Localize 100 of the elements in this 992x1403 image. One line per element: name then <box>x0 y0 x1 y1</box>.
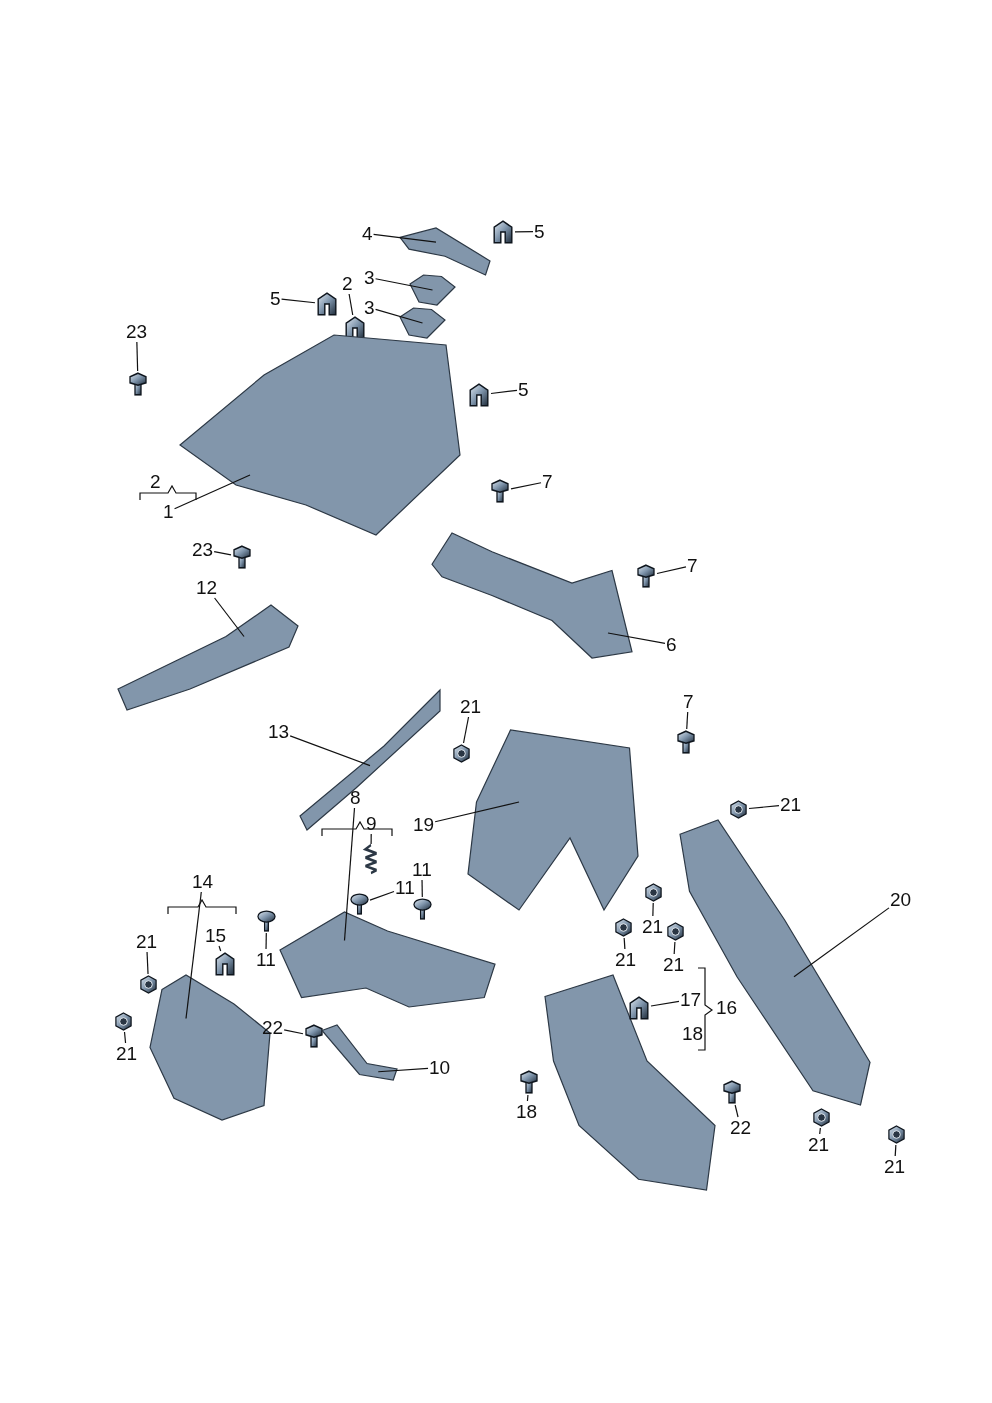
callout-number: 21 <box>642 917 664 936</box>
leader-line <box>174 474 251 510</box>
callout-number: 21 <box>136 932 158 951</box>
leader-line <box>369 890 395 901</box>
callout-number: 9 <box>366 814 377 833</box>
leader-line <box>146 951 149 975</box>
clip <box>316 292 338 316</box>
nut <box>139 975 158 994</box>
callout-number: 3 <box>364 298 375 317</box>
heat-shield-bracket <box>400 308 445 338</box>
leader-line <box>819 1127 821 1135</box>
callout-number: 5 <box>270 289 281 308</box>
nut <box>644 883 663 902</box>
leader-line <box>214 597 245 638</box>
callout-number: 21 <box>460 697 482 716</box>
callout-number: 3 <box>364 268 375 287</box>
callout-number: 22 <box>262 1018 284 1037</box>
bolt <box>519 1070 539 1094</box>
callout-number: 2 <box>150 472 161 491</box>
leader-line <box>136 341 139 372</box>
holder-bracket <box>322 1025 397 1080</box>
leader-line <box>123 1031 127 1044</box>
leader-line <box>280 298 316 304</box>
leader-line <box>607 632 666 644</box>
leader-line <box>650 1000 680 1007</box>
screw <box>413 898 432 920</box>
leader-line <box>372 233 437 243</box>
callout-number: 7 <box>683 692 694 711</box>
callout-number: 1 <box>163 502 174 521</box>
leader-line <box>265 932 267 950</box>
bolt <box>676 730 696 754</box>
callout-number: 17 <box>680 990 702 1009</box>
callout-number: 21 <box>615 950 637 969</box>
bolt <box>722 1080 742 1104</box>
leader-line <box>623 937 626 950</box>
leader-line <box>894 1144 897 1157</box>
callout-number: 12 <box>196 578 218 597</box>
leader-line <box>514 231 534 233</box>
leader-line <box>526 1094 529 1102</box>
leader-line <box>748 805 780 810</box>
callout-number: 6 <box>666 635 677 654</box>
leader-line <box>374 278 434 291</box>
callout-number: 13 <box>268 722 290 741</box>
nut <box>887 1125 906 1144</box>
callout-number: 8 <box>350 788 361 807</box>
callout-number: 7 <box>542 472 553 491</box>
callout-number: 14 <box>192 872 214 891</box>
callout-number: 21 <box>884 1157 906 1176</box>
callout-number: 23 <box>192 540 214 559</box>
callout-number: 10 <box>429 1058 451 1077</box>
clip <box>214 952 236 976</box>
heat-shield <box>180 335 460 535</box>
callout-number: 21 <box>808 1135 830 1154</box>
callout-number: 21 <box>116 1044 138 1063</box>
mounting-bracket <box>118 605 298 710</box>
leader-line <box>490 389 518 395</box>
leader-line <box>218 945 222 952</box>
leader-line <box>289 735 371 767</box>
callout-number: 22 <box>730 1118 752 1137</box>
leader-line <box>213 551 232 556</box>
leader-line <box>652 902 654 917</box>
nut <box>114 1012 133 1031</box>
leader-line <box>370 833 372 845</box>
callout-number: 21 <box>663 955 685 974</box>
heat-shield <box>432 533 632 658</box>
bolt <box>128 372 148 396</box>
clip <box>628 996 650 1020</box>
leader-line <box>374 308 424 324</box>
leader-line <box>686 711 689 730</box>
callout-number: 19 <box>413 815 435 834</box>
leader-line <box>793 907 890 978</box>
nut <box>614 918 633 937</box>
heat-shield <box>468 730 638 910</box>
callout-number: 2 <box>342 274 353 293</box>
leader-line <box>348 293 354 316</box>
bolt <box>304 1024 324 1048</box>
mounting-bracket <box>300 690 440 830</box>
nut <box>812 1108 831 1127</box>
leader-line <box>377 1067 429 1073</box>
callout-number: 5 <box>518 380 529 399</box>
nut <box>729 800 748 819</box>
bolt <box>232 545 252 569</box>
clip <box>492 220 514 244</box>
heat-shield <box>280 912 495 1007</box>
leader-line <box>673 941 676 955</box>
leader-line <box>421 879 423 898</box>
leader-line <box>734 1104 739 1118</box>
callout-number: 11 <box>256 950 276 969</box>
clip <box>468 383 490 407</box>
leader-line <box>185 891 202 1020</box>
screw <box>257 910 276 932</box>
leader-line <box>510 482 542 490</box>
nut <box>452 744 471 763</box>
callout-number: 11 <box>395 878 415 897</box>
callout-number: 4 <box>362 224 373 243</box>
callout-number: 15 <box>205 926 227 945</box>
callout-number: 5 <box>534 222 545 241</box>
callout-number: 16 <box>716 998 738 1017</box>
callout-number: 18 <box>516 1102 538 1121</box>
bolt <box>490 479 510 503</box>
